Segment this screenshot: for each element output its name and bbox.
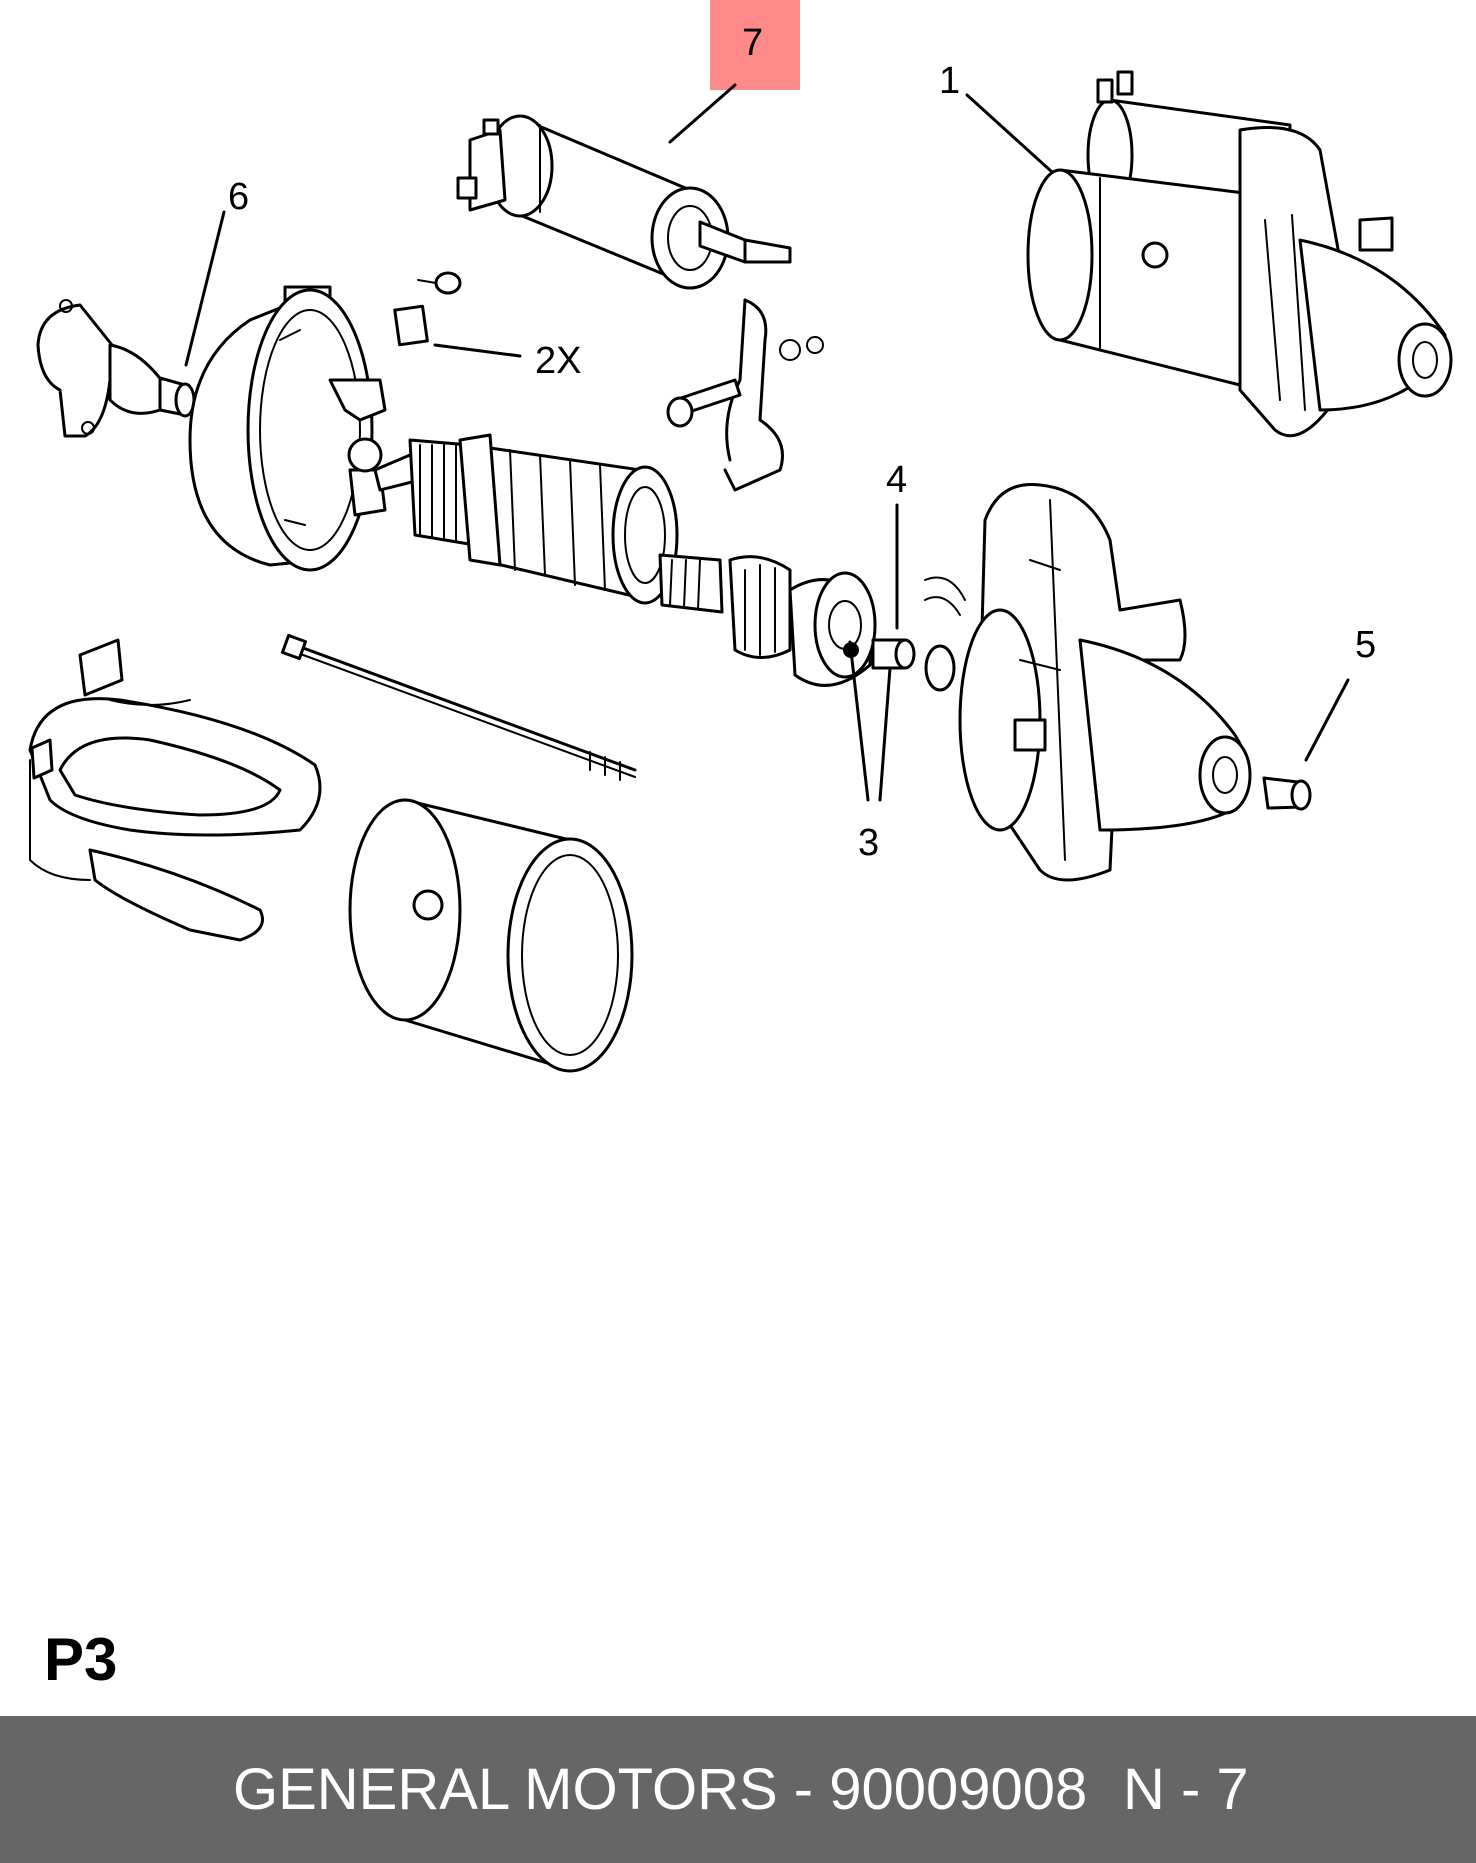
shift-fork-part [666,298,824,492]
yoke-part [348,798,634,1073]
drive-end-housing-part [958,482,1252,882]
callout-4-label: 4 [886,459,907,501]
commutator-end-housing-part [188,288,387,572]
footer-page-ref: N - 7 [1123,1757,1249,1822]
callout-1-label: 1 [939,60,960,102]
solenoid-part [456,114,792,290]
drive-pinion-part [728,555,966,692]
bushing-part [1262,776,1312,811]
page-code: P3 [44,1626,118,1693]
starter-assembly-part [1026,70,1453,438]
callout-7-highlight [710,0,800,90]
footer-bar: GENERAL MOTORS - 90009008 N - 7 [0,1716,1476,1863]
field-coil-part [28,638,322,942]
end-bracket-bearing-part [36,299,196,438]
armature-part [373,433,724,614]
callout-7-label: 7 [742,22,763,64]
callout-5-label: 5 [1355,624,1376,666]
through-bolt-part [280,633,637,781]
callout-6-label: 6 [228,176,249,218]
callout-3-label: 3 [858,822,879,864]
footer-part-number: GENERAL MOTORS - 90009008 [233,1757,1088,1822]
callout-leader-lines [184,83,1350,802]
exploded-parts-diagram: 7 1 2X 6 4 5 3 [28,0,1453,1073]
callout-2x-label: 2X [535,340,581,382]
